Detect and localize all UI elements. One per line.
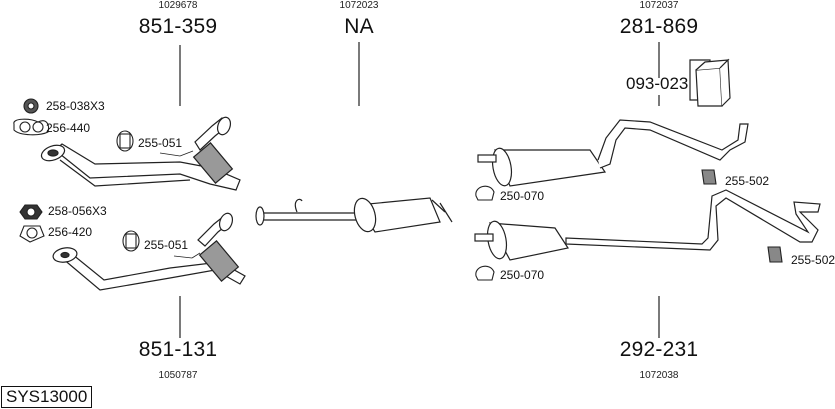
- ref-number-rear-silencer-2: 1072038: [639, 370, 679, 381]
- accessory-rubber-2[interactable]: 255-502: [791, 253, 835, 267]
- accessory-nut-2[interactable]: 258-056X3: [48, 204, 107, 218]
- front-pipe-1-drawing: [40, 116, 241, 191]
- ref-number-front-pipe-1: 1029678: [158, 0, 198, 11]
- accessory-mounting-kit[interactable]: 093-023: [626, 74, 689, 93]
- front-pipe-2-drawing: [52, 212, 246, 291]
- part-number-rear-silencer-2[interactable]: 292-231: [619, 338, 699, 361]
- system-id-label: SYS13000: [1, 386, 93, 408]
- accessory-gasket-1[interactable]: 256-440: [46, 121, 91, 135]
- center-silencer-drawing: [255, 197, 453, 233]
- ref-number-center-silencer: 1072023: [339, 0, 379, 11]
- accessory-clamp-1[interactable]: 250-070: [500, 189, 545, 203]
- part-number-rear-silencer-1[interactable]: 281-869: [619, 15, 699, 38]
- rear-silencer-1-drawing: [477, 58, 749, 187]
- accessory-clamp-2[interactable]: 250-070: [500, 268, 545, 282]
- ref-number-front-pipe-2: 1050787: [158, 370, 198, 381]
- rear-silencer-2-drawing: [474, 189, 821, 261]
- ref-number-rear-silencer-1: 1072037: [639, 0, 679, 11]
- accessory-nut-1[interactable]: 258-038X3: [46, 99, 105, 113]
- accessory-gasket-2[interactable]: 256-420: [48, 225, 93, 239]
- accessory-rubber-1[interactable]: 255-502: [725, 174, 770, 188]
- part-number-front-pipe-2[interactable]: 851-131: [138, 338, 218, 361]
- accessory-mount-1[interactable]: 255-051: [138, 136, 183, 150]
- part-number-center-silencer[interactable]: NA: [344, 15, 374, 38]
- accessory-mount-2[interactable]: 255-051: [144, 238, 189, 252]
- part-number-front-pipe-1[interactable]: 851-359: [138, 15, 218, 38]
